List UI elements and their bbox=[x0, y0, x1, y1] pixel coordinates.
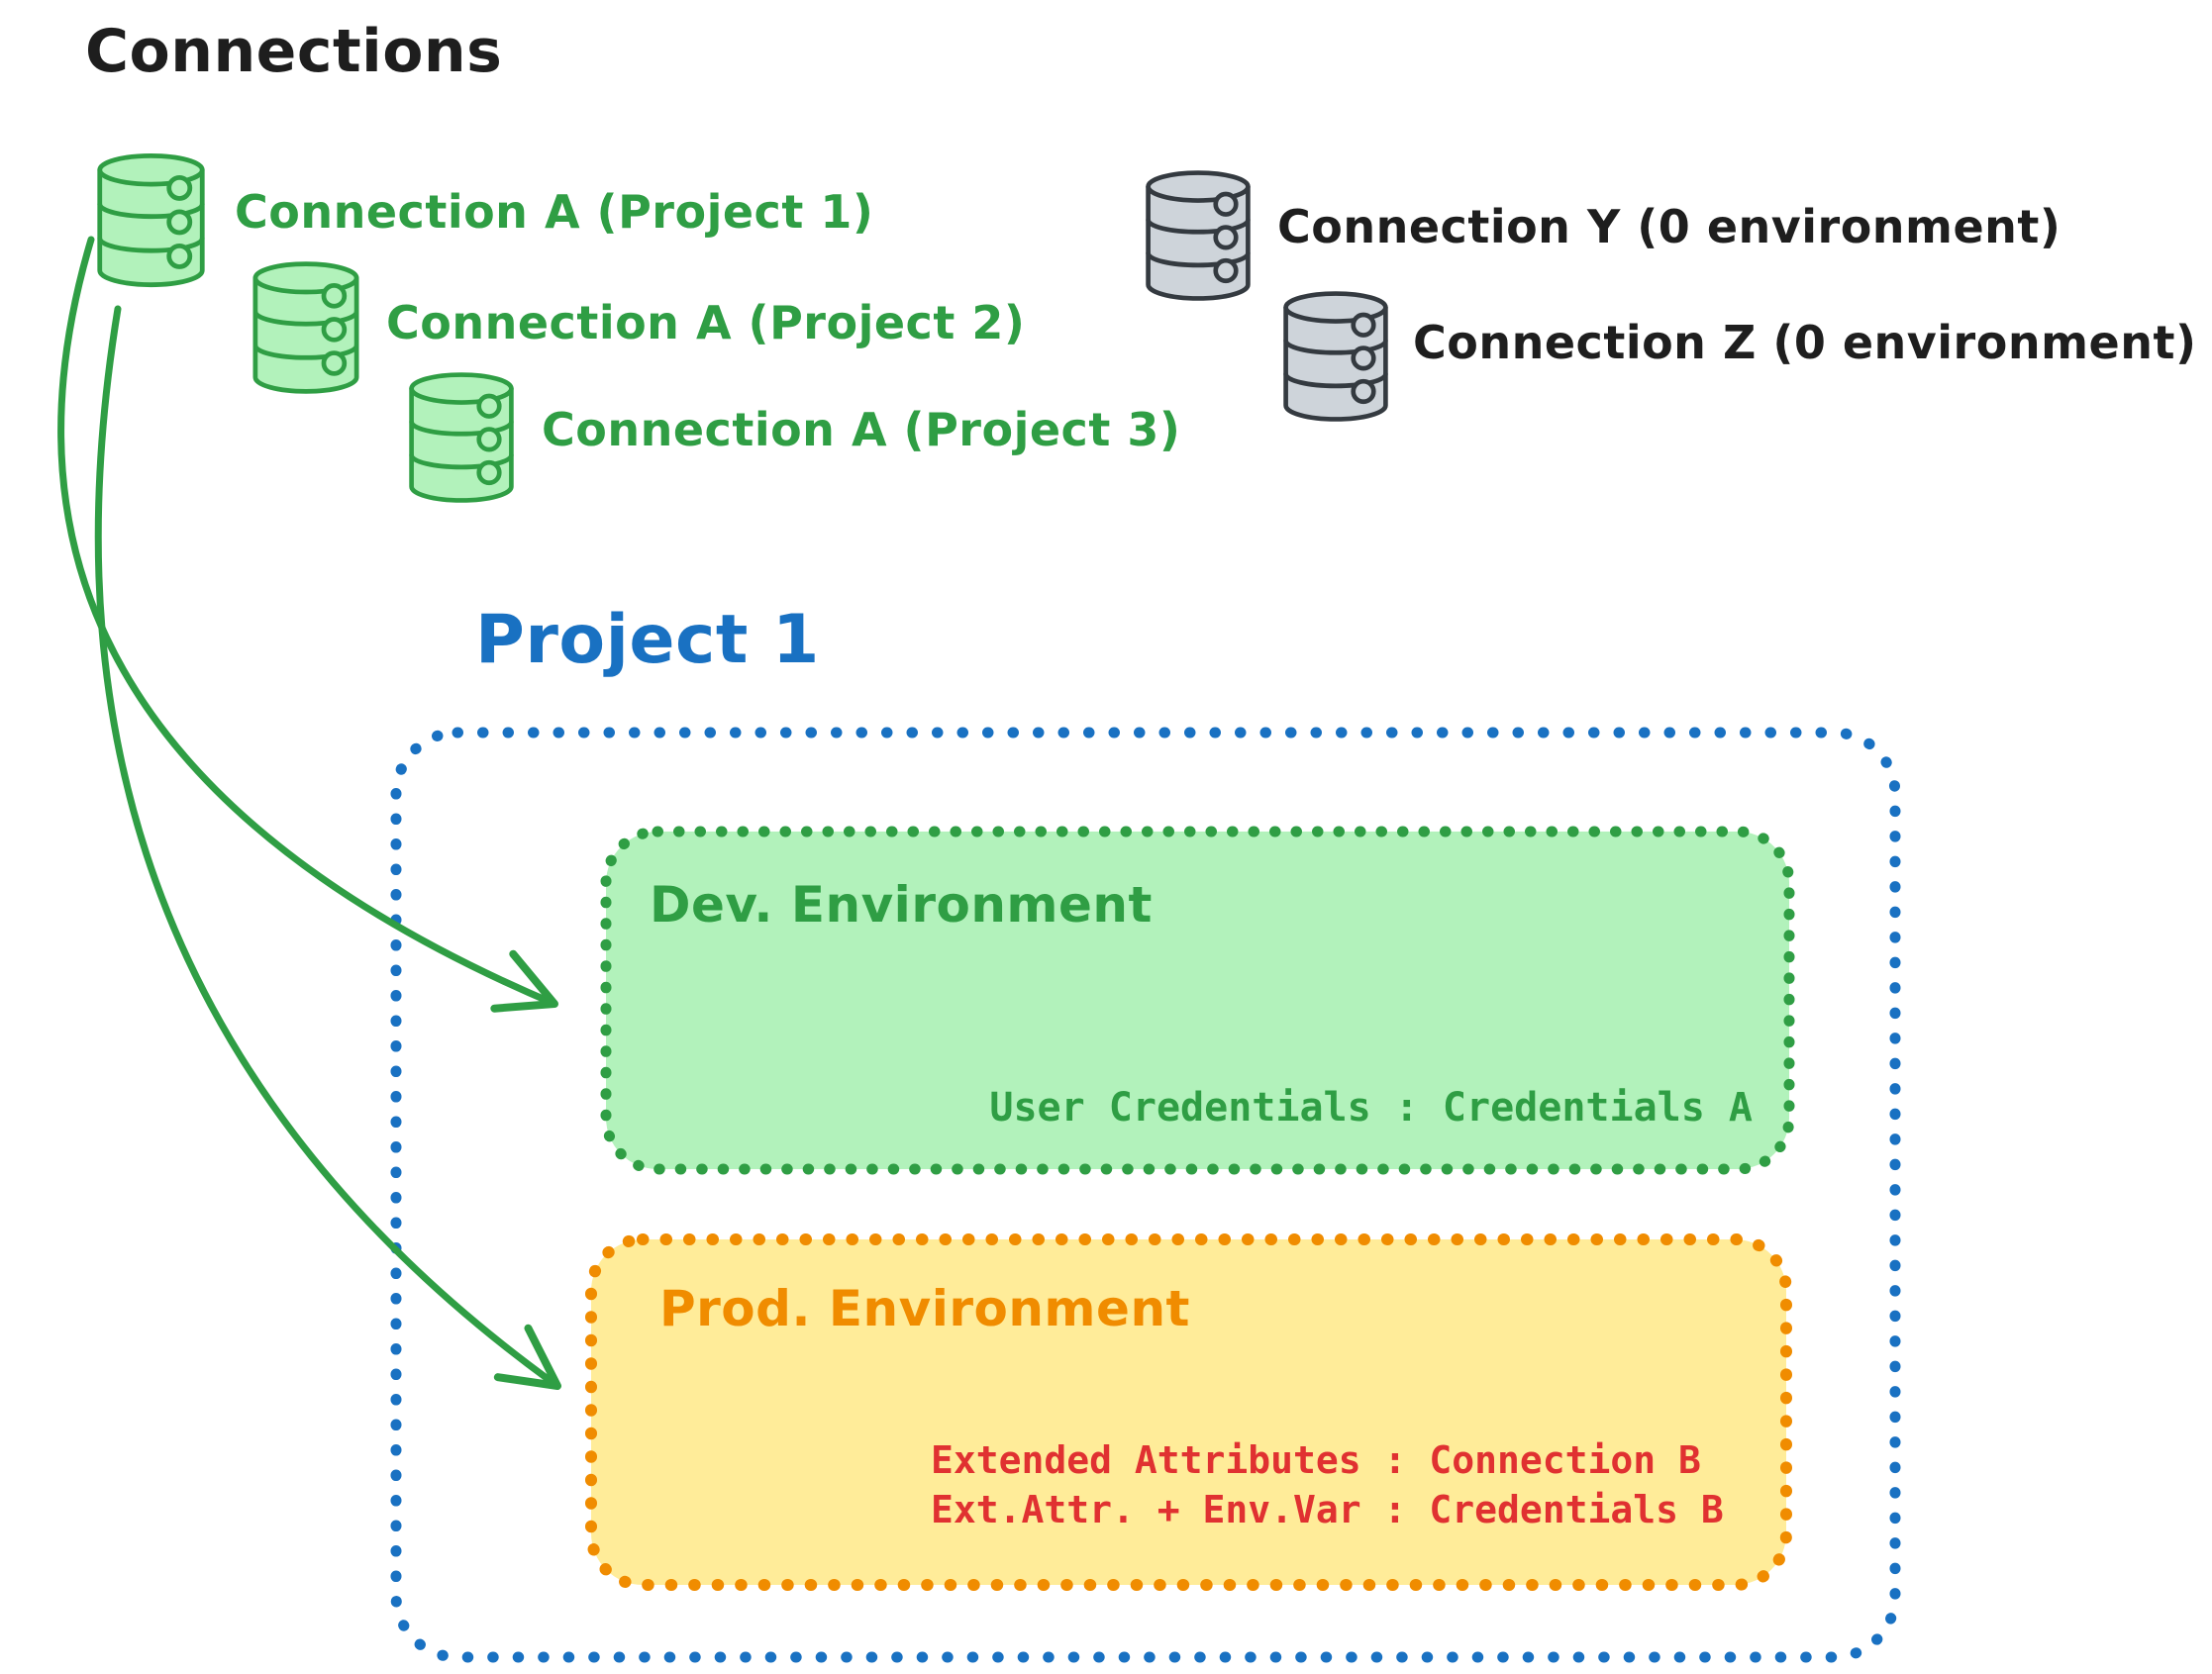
project-1-title: Project 1 bbox=[475, 601, 820, 679]
database-icon-connection-a-project-1 bbox=[94, 148, 208, 292]
label-connection-a-project-1: Connection A (Project 1) bbox=[235, 185, 874, 239]
database-icon-connection-a-project-3 bbox=[404, 368, 519, 507]
database-icon-connection-z bbox=[1280, 287, 1391, 426]
dev-environment-credentials-mapping: User Credentials : Credentials A bbox=[989, 1085, 1753, 1131]
arrow-to-dev-environment bbox=[57, 236, 558, 1013]
label-connection-z: Connection Z (0 environment) bbox=[1413, 316, 2197, 369]
database-icon-connection-y bbox=[1142, 166, 1255, 305]
database-icon-connection-a-project-2 bbox=[250, 257, 362, 398]
prod-environment-mapping-line-1: Extended Attributes : Connection B bbox=[931, 1438, 1701, 1482]
project-1-container-box bbox=[390, 727, 1901, 1663]
prod-environment-mapping-line-2: Ext.Attr. + Env.Var : Credentials B bbox=[931, 1488, 1724, 1531]
prod-environment-box bbox=[585, 1233, 1792, 1591]
diagram-title: Connections bbox=[85, 17, 503, 86]
label-connection-a-project-2: Connection A (Project 2) bbox=[386, 296, 1026, 349]
arrow-to-prod-environment bbox=[94, 305, 561, 1390]
label-connection-a-project-3: Connection A (Project 3) bbox=[542, 403, 1181, 456]
dev-environment-title: Dev. Environment bbox=[650, 876, 1153, 934]
label-connection-y: Connection Y (0 environment) bbox=[1277, 200, 2061, 253]
dev-environment-box bbox=[600, 826, 1795, 1175]
prod-environment-title: Prod. Environment bbox=[659, 1280, 1190, 1337]
